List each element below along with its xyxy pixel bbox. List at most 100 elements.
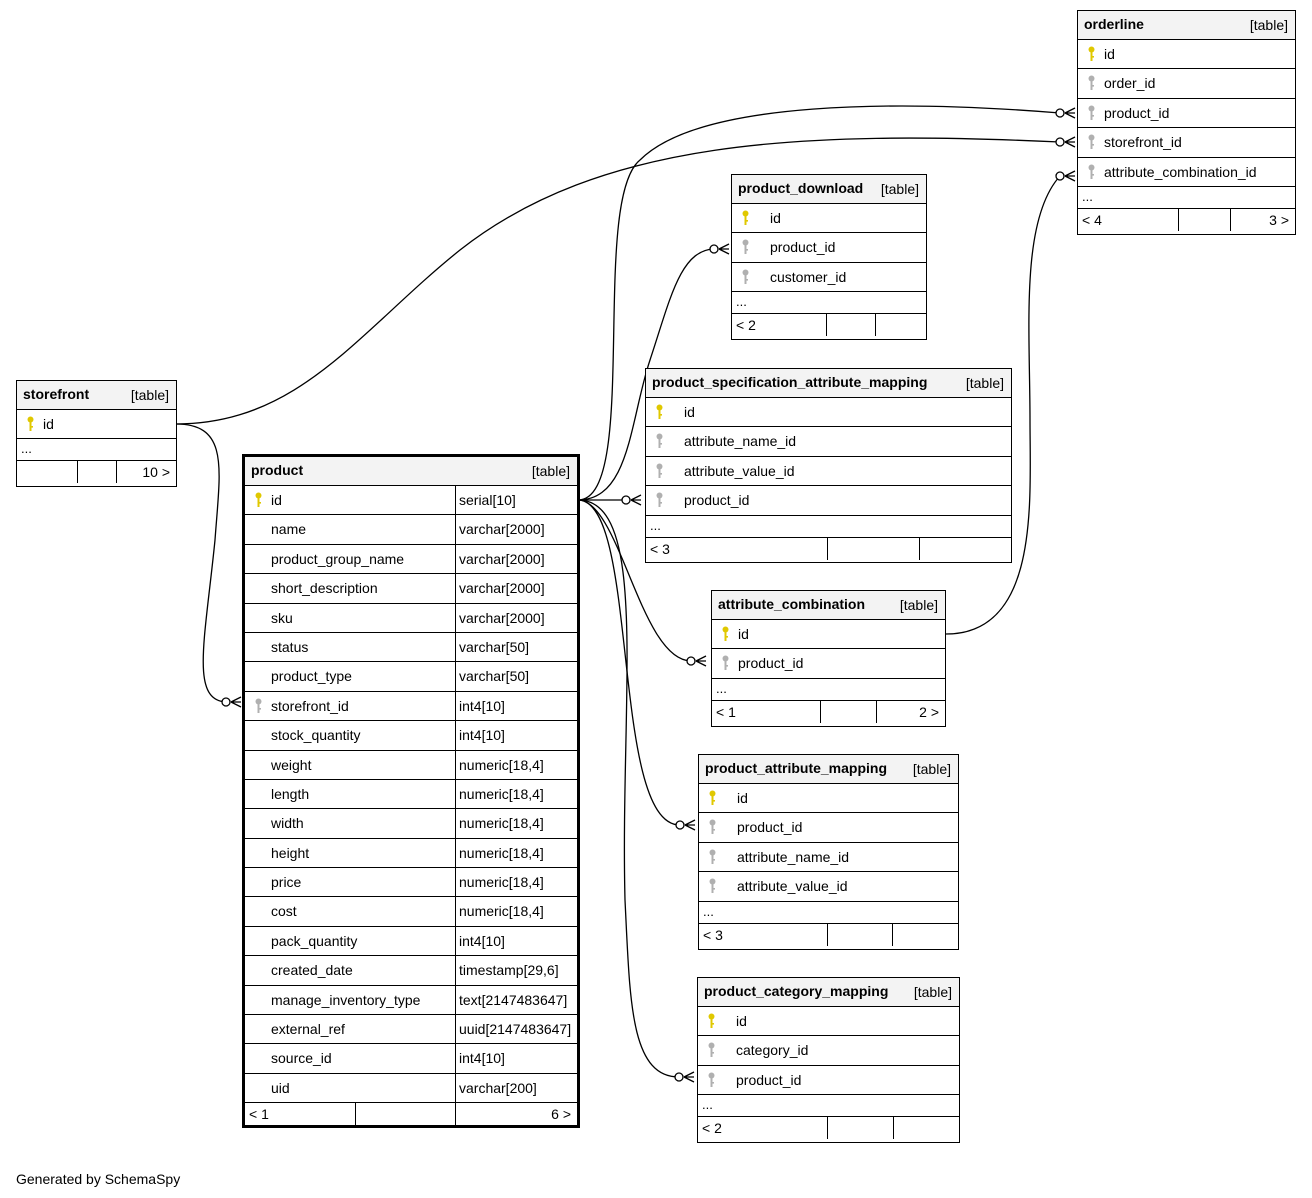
crowfoot-marker-attrcomb-product	[686, 655, 707, 667]
parents-count: < 2	[736, 317, 756, 334]
column-type: int4[10]	[459, 1050, 505, 1067]
column-divider	[455, 691, 456, 721]
table-footer: < 1 2 >	[712, 700, 945, 723]
column-divider	[455, 750, 456, 779]
parents-count: < 3	[703, 926, 723, 943]
table-name: product	[251, 462, 304, 478]
more-columns: ...	[17, 439, 176, 462]
table-product-specification-attribute-mapping[interactable]: product_specification_attribute_mapping …	[645, 368, 1012, 563]
crowfoot-marker-attrmap-product	[675, 819, 696, 831]
table-header: product_download [table]	[732, 175, 926, 204]
column-name: customer_id	[770, 268, 847, 285]
more-columns: ...	[699, 902, 958, 924]
children-count: 10 >	[142, 464, 170, 481]
column-divider	[455, 868, 456, 897]
foreign-key-icon	[1088, 134, 1095, 150]
foreign-key-icon	[1088, 105, 1095, 121]
column-row-length: length numeric[18,4]	[245, 779, 577, 810]
column-row-customer-id: customer_id	[732, 263, 926, 293]
column-name: storefront_id	[271, 697, 349, 714]
column-divider	[455, 1015, 456, 1044]
table-name: product_download	[738, 180, 864, 196]
column-row-product-id: product_id	[732, 233, 926, 263]
column-name: length	[271, 785, 310, 802]
column-divider	[455, 662, 456, 691]
table-footer: < 2	[698, 1117, 959, 1140]
crowfoot-marker-orderline-product	[1055, 107, 1076, 119]
parents-count: < 3	[650, 540, 670, 557]
more-columns: ...	[1078, 187, 1295, 209]
table-tag: [table]	[1249, 17, 1288, 33]
table-storefront[interactable]: storefront [table] id ... 10 >	[16, 380, 177, 487]
table-header: product_attribute_mapping [table]	[699, 755, 958, 784]
table-tag: [table]	[913, 984, 952, 1000]
primary-key-icon	[742, 210, 749, 226]
column-name: attribute_name_id	[737, 848, 850, 865]
column-type: varchar[2000]	[459, 580, 545, 597]
column-type: numeric[18,4]	[459, 815, 544, 832]
more-columns: ...	[732, 292, 926, 315]
table-name: product_category_mapping	[704, 983, 889, 999]
column-name: product_id	[684, 492, 750, 509]
more-columns: ...	[698, 1095, 959, 1118]
column-divider	[455, 632, 456, 662]
table-header: product_category_mapping [table]	[698, 978, 959, 1007]
column-type: timestamp[29,6]	[459, 962, 559, 979]
column-row-id: id	[17, 410, 176, 440]
table-header: storefront [table]	[17, 381, 176, 410]
column-divider	[455, 721, 456, 750]
table-footer: < 3	[646, 537, 1011, 560]
crowfoot-marker-product-storefront	[221, 696, 242, 708]
column-row-attribute-value-id: attribute_value_id	[646, 457, 1011, 487]
primary-key-icon	[709, 790, 716, 806]
table-name: orderline	[1084, 16, 1144, 32]
foreign-key-icon	[255, 698, 262, 714]
column-row-id: id	[699, 784, 958, 814]
table-tag: [table]	[130, 387, 169, 403]
edge-product-orderline	[577, 105, 1061, 501]
column-name: id	[770, 210, 781, 226]
column-type: numeric[18,4]	[459, 844, 544, 861]
column-row-attribute-name-id: attribute_name_id	[646, 427, 1011, 457]
parents-count: < 2	[702, 1120, 722, 1137]
column-name: attribute_combination_id	[1104, 163, 1257, 180]
crowfoot-marker-orderline-attribute-combination	[1055, 170, 1076, 182]
column-row-product-id: product_id	[1078, 99, 1295, 129]
column-name: storefront_id	[1104, 134, 1182, 151]
column-row-id: id	[712, 620, 945, 650]
column-row-order-id: order_id	[1078, 69, 1295, 99]
primary-key-icon	[1088, 46, 1095, 62]
column-name: cost	[271, 903, 297, 920]
column-divider	[455, 809, 456, 838]
table-header: product_specification_attribute_mapping …	[646, 369, 1011, 398]
column-name: weight	[271, 756, 312, 773]
column-type: numeric[18,4]	[459, 785, 544, 802]
column-name: product_id	[737, 819, 803, 836]
column-name: status	[271, 638, 309, 655]
children-count: 3 >	[1269, 211, 1289, 228]
table-footer: < 1 6 >	[245, 1103, 577, 1126]
column-name: product_group_name	[271, 550, 405, 567]
table-tag: [table]	[965, 375, 1004, 391]
table-header: product [table]	[245, 457, 577, 486]
table-name: storefront	[23, 386, 90, 402]
column-row-id: id	[646, 398, 1011, 428]
column-name: attribute_name_id	[684, 433, 797, 450]
column-row-id: id	[1078, 40, 1295, 70]
column-name: id	[1104, 46, 1115, 62]
table-product-attribute-mapping[interactable]: product_attribute_mapping [table] id prod…	[698, 754, 959, 950]
